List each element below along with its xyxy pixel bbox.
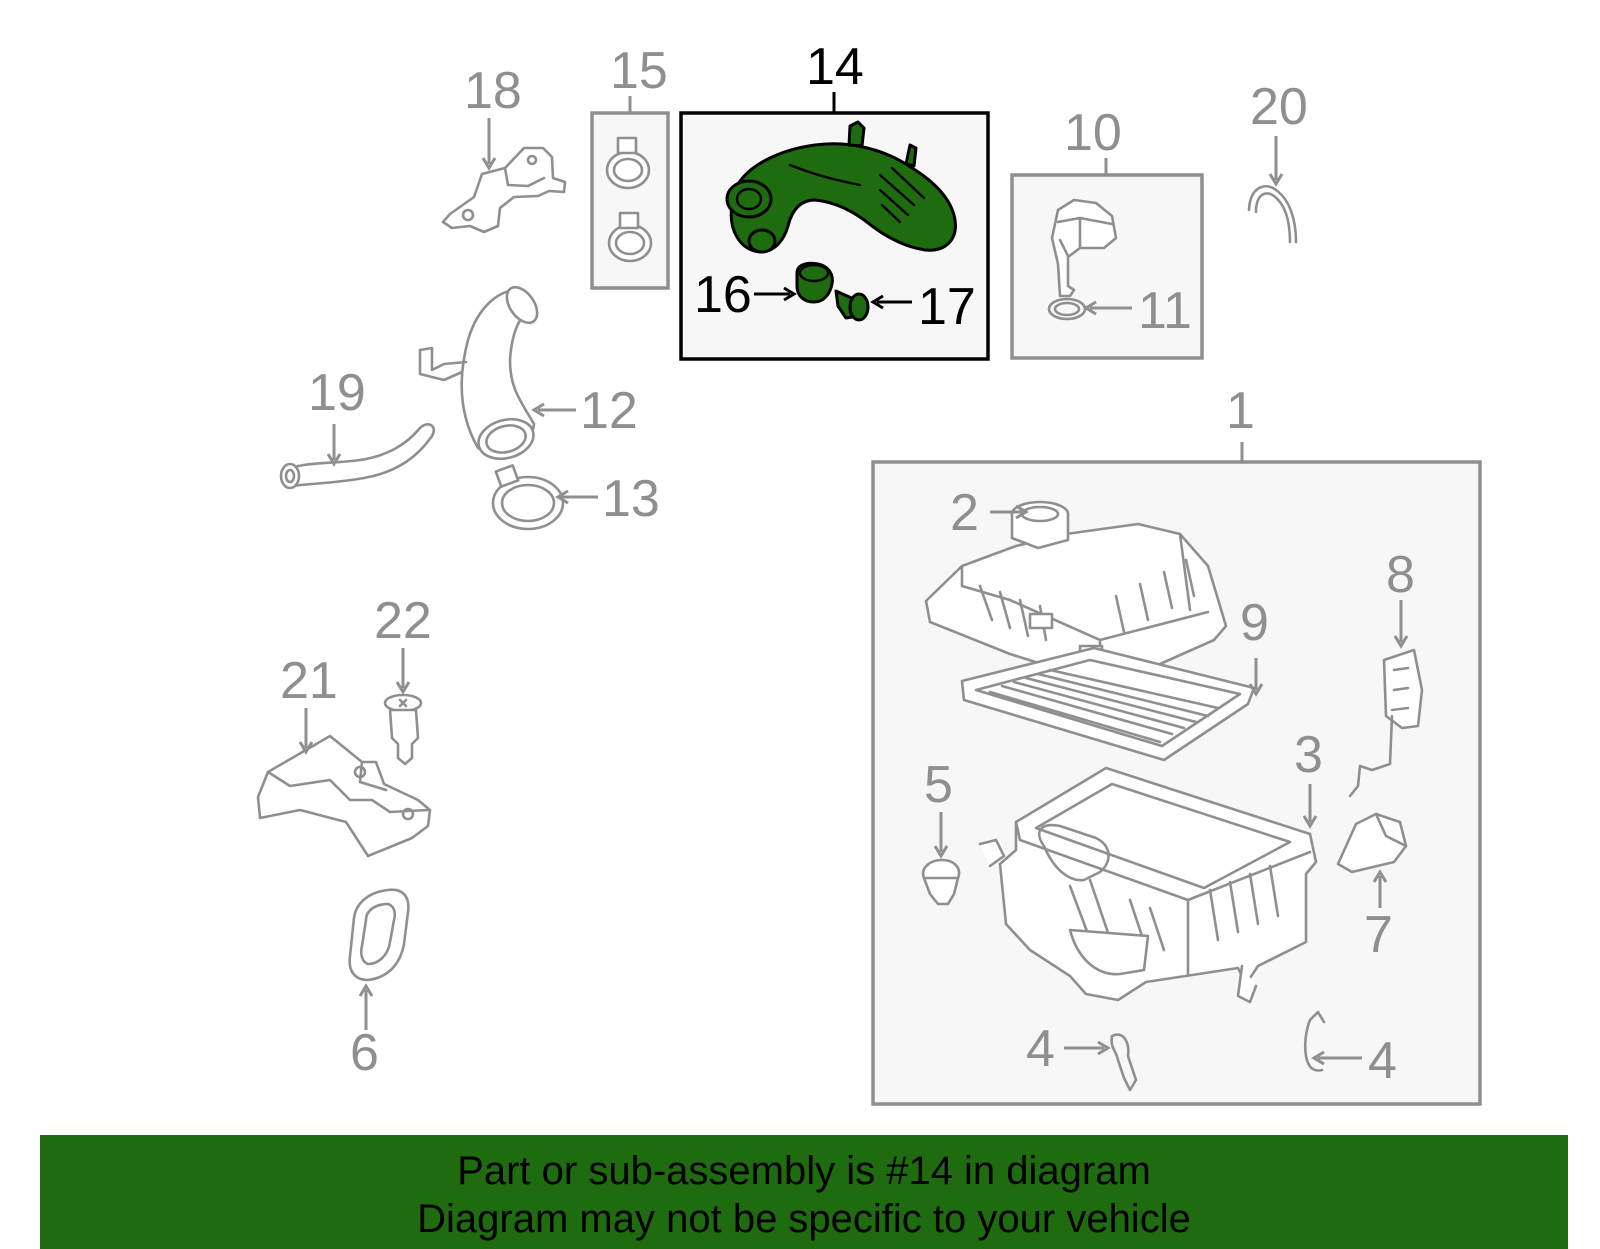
part-6-gasket xyxy=(348,888,410,982)
footer-banner: Part or sub-assembly is #14 in diagram D… xyxy=(40,1135,1568,1249)
callout-20: 20 xyxy=(1250,78,1308,136)
part-21-shield xyxy=(256,734,432,858)
callout-13: 13 xyxy=(602,470,660,528)
part-18-bracket xyxy=(441,146,567,234)
footer-part-note: Part or sub-assembly is #14 in diagram xyxy=(457,1149,1151,1193)
part-15-clamps xyxy=(605,136,653,263)
callout-5: 5 xyxy=(924,756,953,814)
part-4-clip-left xyxy=(1110,1033,1138,1092)
part-7-bracket xyxy=(1336,812,1408,874)
part-5-push-clip xyxy=(921,858,961,906)
callout-12: 12 xyxy=(580,382,638,440)
part-17-connector xyxy=(834,289,870,322)
part-13-clamp xyxy=(491,464,565,531)
callout-2: 2 xyxy=(950,484,979,542)
callout-10: 10 xyxy=(1064,104,1122,162)
footer-disclaimer: Diagram may not be specific to your vehi… xyxy=(417,1197,1191,1241)
leader-lines xyxy=(298,92,1409,1066)
callout-11: 11 xyxy=(1138,282,1192,340)
callout-16: 16 xyxy=(694,266,752,324)
callout-15: 15 xyxy=(610,42,668,100)
callout-1: 1 xyxy=(1226,382,1255,440)
callout-21: 21 xyxy=(280,652,338,710)
callout-14: 14 xyxy=(806,38,864,96)
part-12-intake-tube xyxy=(418,285,539,461)
callout-4-left: 4 xyxy=(1026,1020,1055,1078)
part-22-push-clip xyxy=(383,693,423,766)
callout-labels: 18 15 14 10 20 16 17 11 19 12 1 13 2 8 9… xyxy=(280,38,1415,1090)
callout-3: 3 xyxy=(1294,726,1323,784)
callout-9: 9 xyxy=(1240,594,1269,652)
callout-19: 19 xyxy=(308,364,366,422)
part-9-filter xyxy=(960,646,1256,762)
part-4-clip-right xyxy=(1303,1010,1326,1072)
callout-17: 17 xyxy=(918,278,976,336)
callout-6: 6 xyxy=(350,1024,379,1082)
part-8-harness xyxy=(1348,648,1424,798)
part-2-air-box-cover xyxy=(924,500,1228,690)
callout-22: 22 xyxy=(374,592,432,650)
part-19-hose xyxy=(279,423,436,490)
callout-4-right: 4 xyxy=(1368,1032,1397,1090)
part-3-air-box-lower xyxy=(978,766,1318,1004)
callout-18: 18 xyxy=(464,62,522,120)
part-10-sensor xyxy=(1050,198,1118,298)
callout-7: 7 xyxy=(1364,906,1393,964)
callout-8: 8 xyxy=(1386,546,1415,604)
part-16-grommet xyxy=(795,261,834,304)
part-20-hose-clip xyxy=(1247,185,1298,244)
part-14-air-intake-duct xyxy=(725,120,957,254)
